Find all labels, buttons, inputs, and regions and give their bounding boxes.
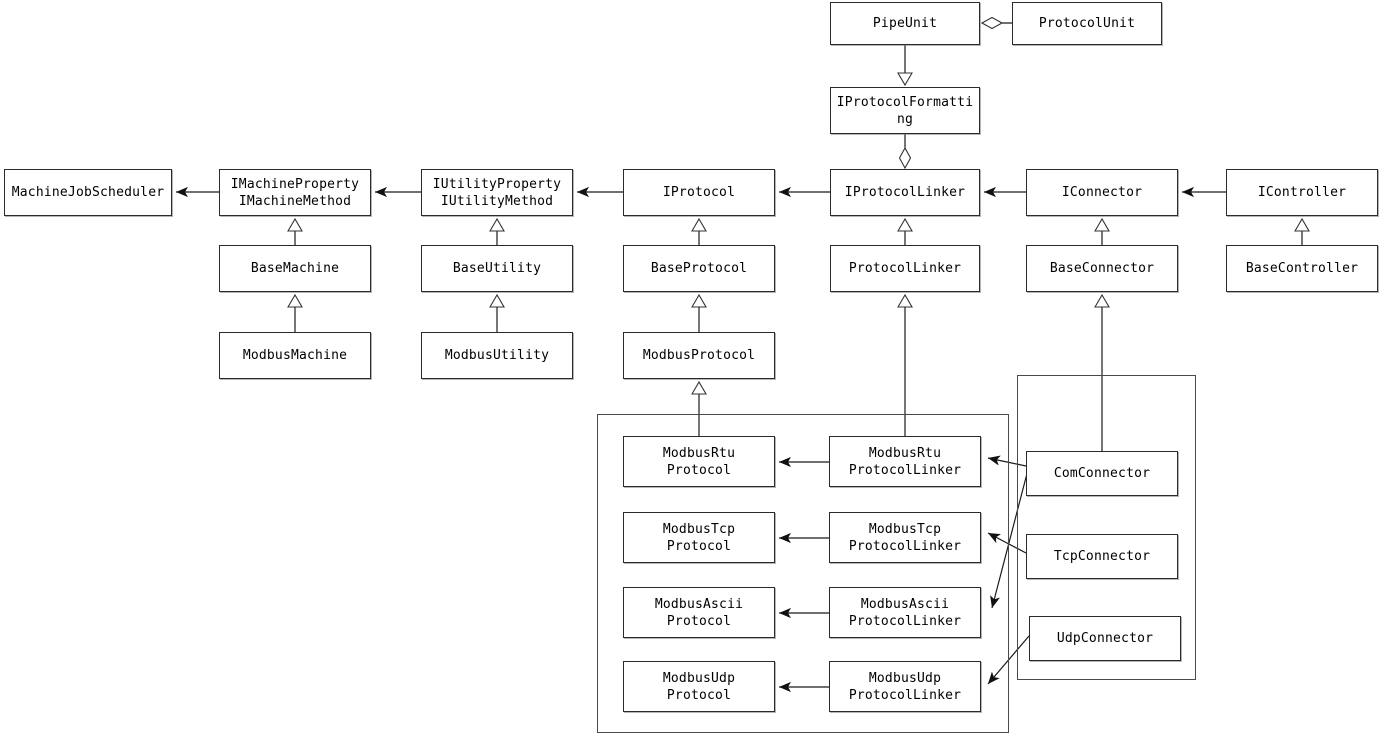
class-box-label: BaseProtocol	[650, 261, 748, 276]
class-box-label: IUtilityProperty IUtilityMethod	[432, 176, 562, 209]
class-box-modbus-ascii-linker[interactable]: ModbusAscii ProtocolLinker	[829, 587, 981, 638]
class-box-label: ModbusProtocol	[642, 348, 756, 363]
class-box-label: IProtocol	[662, 185, 736, 200]
class-box-label: ModbusTcp ProtocolLinker	[848, 521, 962, 554]
class-box-label: ModbusUdp Protocol	[662, 670, 736, 703]
class-box-com-connector[interactable]: ComConnector	[1026, 451, 1178, 496]
class-box-iprotocol-linker[interactable]: IProtocolLinker	[830, 169, 980, 216]
class-box-iutility-property[interactable]: IUtilityProperty IUtilityMethod	[421, 169, 573, 216]
connector-group	[1017, 375, 1196, 680]
class-box-label: ModbusUtility	[444, 348, 550, 363]
class-box-machine-job-scheduler[interactable]: MachineJobScheduler	[4, 169, 172, 216]
class-box-label: IMachineProperty IMachineMethod	[230, 176, 360, 209]
class-box-label: BaseUtility	[452, 261, 542, 276]
class-box-iprotocol-formatting[interactable]: IProtocolFormatti ng	[830, 87, 980, 134]
class-box-label: ModbusUdp ProtocolLinker	[848, 670, 962, 703]
class-box-label: UdpConnector	[1056, 631, 1154, 646]
class-box-tcp-connector[interactable]: TcpConnector	[1026, 534, 1178, 579]
class-box-modbus-machine[interactable]: ModbusMachine	[219, 332, 371, 379]
class-box-label: ModbusAscii ProtocolLinker	[848, 596, 962, 629]
class-box-base-machine[interactable]: BaseMachine	[219, 245, 371, 292]
class-box-modbus-tcp-protocol[interactable]: ModbusTcp Protocol	[623, 512, 775, 563]
class-box-label: IProtocolLinker	[844, 185, 966, 200]
class-box-base-utility[interactable]: BaseUtility	[421, 245, 573, 292]
class-box-iconnector[interactable]: IConnector	[1026, 169, 1178, 216]
class-box-label: BaseConnector	[1049, 261, 1155, 276]
class-box-base-controller[interactable]: BaseController	[1226, 245, 1378, 292]
class-box-label: TcpConnector	[1053, 549, 1151, 564]
class-box-label: BaseController	[1245, 261, 1359, 276]
class-box-label: ModbusAscii Protocol	[654, 596, 744, 629]
class-box-modbus-udp-protocol[interactable]: ModbusUdp Protocol	[623, 661, 775, 712]
class-box-label: IController	[1257, 185, 1347, 200]
class-box-modbus-utility[interactable]: ModbusUtility	[421, 332, 573, 379]
class-box-label: ModbusMachine	[242, 348, 348, 363]
class-box-base-protocol[interactable]: BaseProtocol	[623, 245, 775, 292]
class-box-imachine-property[interactable]: IMachineProperty IMachineMethod	[219, 169, 371, 216]
class-box-label: ProtocolLinker	[848, 261, 962, 276]
class-box-label: ModbusRtu ProtocolLinker	[848, 445, 962, 478]
class-box-label: IProtocolFormatti ng	[836, 94, 974, 127]
class-box-modbus-protocol[interactable]: ModbusProtocol	[623, 332, 775, 379]
class-box-modbus-tcp-linker[interactable]: ModbusTcp ProtocolLinker	[829, 512, 981, 563]
class-box-icontroller[interactable]: IController	[1226, 169, 1378, 216]
class-box-label: MachineJobScheduler	[11, 185, 165, 200]
class-box-label: ComConnector	[1053, 466, 1151, 481]
modbus-protocol-group	[597, 414, 1009, 733]
class-box-label: BaseMachine	[250, 261, 340, 276]
class-box-base-connector[interactable]: BaseConnector	[1026, 245, 1178, 292]
class-box-modbus-ascii-protocol[interactable]: ModbusAscii Protocol	[623, 587, 775, 638]
class-box-pipe-unit[interactable]: PipeUnit	[830, 2, 980, 45]
class-box-label: ModbusTcp Protocol	[662, 521, 736, 554]
class-box-label: PipeUnit	[872, 16, 938, 31]
class-box-protocol-unit[interactable]: ProtocolUnit	[1012, 2, 1162, 45]
class-box-modbus-rtu-protocol[interactable]: ModbusRtu Protocol	[623, 436, 775, 487]
class-box-label: IConnector	[1061, 185, 1143, 200]
class-box-udp-connector[interactable]: UdpConnector	[1029, 616, 1181, 661]
class-box-protocol-linker[interactable]: ProtocolLinker	[830, 245, 980, 292]
class-box-label: ModbusRtu Protocol	[662, 445, 736, 478]
class-box-modbus-rtu-linker[interactable]: ModbusRtu ProtocolLinker	[829, 436, 981, 487]
class-box-label: ProtocolUnit	[1038, 16, 1136, 31]
class-box-iprotocol[interactable]: IProtocol	[623, 169, 775, 216]
class-box-modbus-udp-linker[interactable]: ModbusUdp ProtocolLinker	[829, 661, 981, 712]
